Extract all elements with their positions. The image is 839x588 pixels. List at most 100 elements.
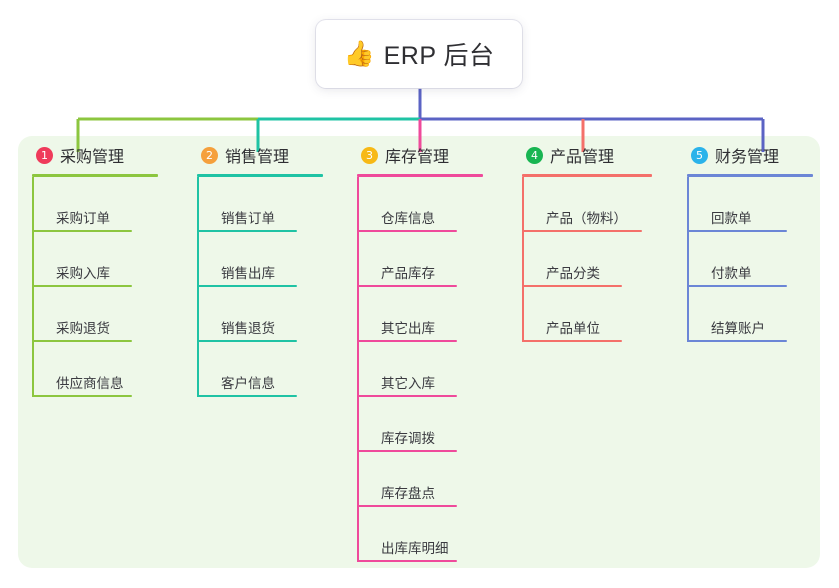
- leaf-item[interactable]: 产品分类: [522, 232, 662, 287]
- leaf-item-label: 供应商信息: [56, 376, 124, 391]
- column-header-4[interactable]: 4 产品管理: [512, 136, 662, 174]
- leaf-item[interactable]: 产品（物料）: [522, 177, 662, 232]
- column-spine-5: [687, 177, 689, 342]
- leaf-item[interactable]: 销售订单: [197, 177, 337, 232]
- root-node-title: ERP 后台: [383, 42, 495, 70]
- column-items-1: 采购订单采购入库采购退货供应商信息: [32, 177, 172, 397]
- leaf-item-rule: [357, 395, 457, 397]
- leaf-item-label: 其它出库: [381, 321, 435, 336]
- leaf-item-label: 采购入库: [56, 266, 110, 281]
- leaf-item-label: 产品库存: [381, 266, 435, 281]
- column-title-2: 销售管理: [225, 149, 290, 166]
- leaf-item[interactable]: 结算账户: [687, 287, 827, 342]
- leaf-item-rule: [197, 340, 297, 342]
- leaf-item-rule: [197, 395, 297, 397]
- column-spine-4: [522, 177, 524, 342]
- leaf-item-label: 客户信息: [221, 376, 275, 391]
- leaf-item[interactable]: 采购退货: [32, 287, 172, 342]
- column-header-3[interactable]: 3 库存管理: [347, 136, 497, 174]
- column-3: 3 库存管理仓库信息产品库存其它出库其它入库库存调拨库存盘点出库库明细: [347, 136, 497, 562]
- leaf-item-rule: [357, 560, 457, 562]
- leaf-item[interactable]: 供应商信息: [32, 342, 172, 397]
- leaf-item-label: 销售订单: [221, 211, 275, 226]
- leaf-item[interactable]: 回款单: [687, 177, 827, 232]
- column-items-5: 回款单付款单结算账户: [687, 177, 827, 342]
- column-1: 1 采购管理采购订单采购入库采购退货供应商信息: [22, 136, 172, 397]
- leaf-item-rule: [357, 285, 457, 287]
- column-badge-5: 5: [691, 146, 708, 164]
- leaf-item-rule: [357, 340, 457, 342]
- leaf-item-label: 仓库信息: [381, 211, 435, 226]
- column-spine-2: [197, 177, 199, 397]
- column-header-1[interactable]: 1 采购管理: [22, 136, 172, 174]
- column-rule-2: [197, 174, 323, 177]
- leaf-item-rule: [32, 285, 132, 287]
- leaf-item-label: 回款单: [711, 211, 752, 226]
- leaf-item[interactable]: 库存盘点: [357, 452, 497, 507]
- leaf-item-rule: [197, 230, 297, 232]
- leaf-item[interactable]: 其它入库: [357, 342, 497, 397]
- column-rule-3: [357, 174, 483, 177]
- column-badge-4: 4: [526, 146, 543, 164]
- column-spine-1: [32, 177, 34, 397]
- leaf-item-rule: [32, 395, 132, 397]
- root-node-card[interactable]: 👍 ERP 后台: [316, 20, 522, 88]
- column-header-5[interactable]: 5 财务管理: [677, 136, 827, 174]
- leaf-item[interactable]: 库存调拨: [357, 397, 497, 452]
- leaf-item[interactable]: 销售退货: [197, 287, 337, 342]
- leaf-item-rule: [32, 230, 132, 232]
- column-2: 2 销售管理销售订单销售出库销售退货客户信息: [187, 136, 337, 397]
- leaf-item-label: 采购订单: [56, 211, 110, 226]
- leaf-item-rule: [687, 230, 787, 232]
- leaf-item[interactable]: 付款单: [687, 232, 827, 287]
- leaf-item-rule: [32, 340, 132, 342]
- content-panel: [18, 136, 820, 568]
- column-spine-3: [357, 177, 359, 562]
- leaf-item-rule: [522, 285, 622, 287]
- column-header-2[interactable]: 2 销售管理: [187, 136, 337, 174]
- leaf-item-rule: [687, 285, 787, 287]
- column-badge-2: 2: [201, 146, 218, 164]
- column-badge-3: 3: [361, 146, 378, 164]
- leaf-item-label: 库存调拨: [381, 431, 435, 446]
- leaf-item-label: 付款单: [711, 266, 752, 281]
- leaf-item-rule: [522, 340, 622, 342]
- column-rule-5: [687, 174, 813, 177]
- leaf-item[interactable]: 仓库信息: [357, 177, 497, 232]
- leaf-item-label: 产品单位: [546, 321, 600, 336]
- column-container: 1 采购管理采购订单采购入库采购退货供应商信息 2 销售管理销售订单销售出库销售退货客…: [18, 136, 820, 568]
- leaf-item-label: 其它入库: [381, 376, 435, 391]
- leaf-item-rule: [687, 340, 787, 342]
- leaf-item-label: 出库库明细: [381, 541, 449, 556]
- leaf-item[interactable]: 产品单位: [522, 287, 662, 342]
- leaf-item-label: 产品分类: [546, 266, 600, 281]
- thumbs-up-icon: 👍: [343, 39, 375, 68]
- leaf-item[interactable]: 采购入库: [32, 232, 172, 287]
- leaf-item-label: 结算账户: [711, 321, 765, 336]
- column-title-4: 产品管理: [550, 149, 615, 166]
- column-rule-4: [522, 174, 652, 177]
- column-5: 5 财务管理回款单付款单结算账户: [677, 136, 827, 342]
- leaf-item-label: 产品（物料）: [546, 211, 627, 226]
- leaf-item[interactable]: 其它出库: [357, 287, 497, 342]
- column-rule-1: [32, 174, 158, 177]
- column-title-3: 库存管理: [385, 149, 450, 166]
- leaf-item-rule: [197, 285, 297, 287]
- leaf-item-rule: [357, 230, 457, 232]
- leaf-item[interactable]: 产品库存: [357, 232, 497, 287]
- leaf-item-rule: [357, 505, 457, 507]
- column-4: 4 产品管理产品（物料） 产品分类产品单位: [512, 136, 662, 342]
- leaf-item-label: 销售出库: [221, 266, 275, 281]
- leaf-item-rule: [522, 230, 642, 232]
- leaf-item[interactable]: 客户信息: [197, 342, 337, 397]
- column-title-1: 采购管理: [60, 149, 125, 166]
- leaf-item[interactable]: 销售出库: [197, 232, 337, 287]
- leaf-item[interactable]: 出库库明细: [357, 507, 497, 562]
- column-title-5: 财务管理: [715, 149, 780, 166]
- leaf-item[interactable]: 采购订单: [32, 177, 172, 232]
- leaf-item-label: 采购退货: [56, 321, 110, 336]
- column-badge-1: 1: [36, 146, 53, 164]
- leaf-item-label: 销售退货: [221, 321, 275, 336]
